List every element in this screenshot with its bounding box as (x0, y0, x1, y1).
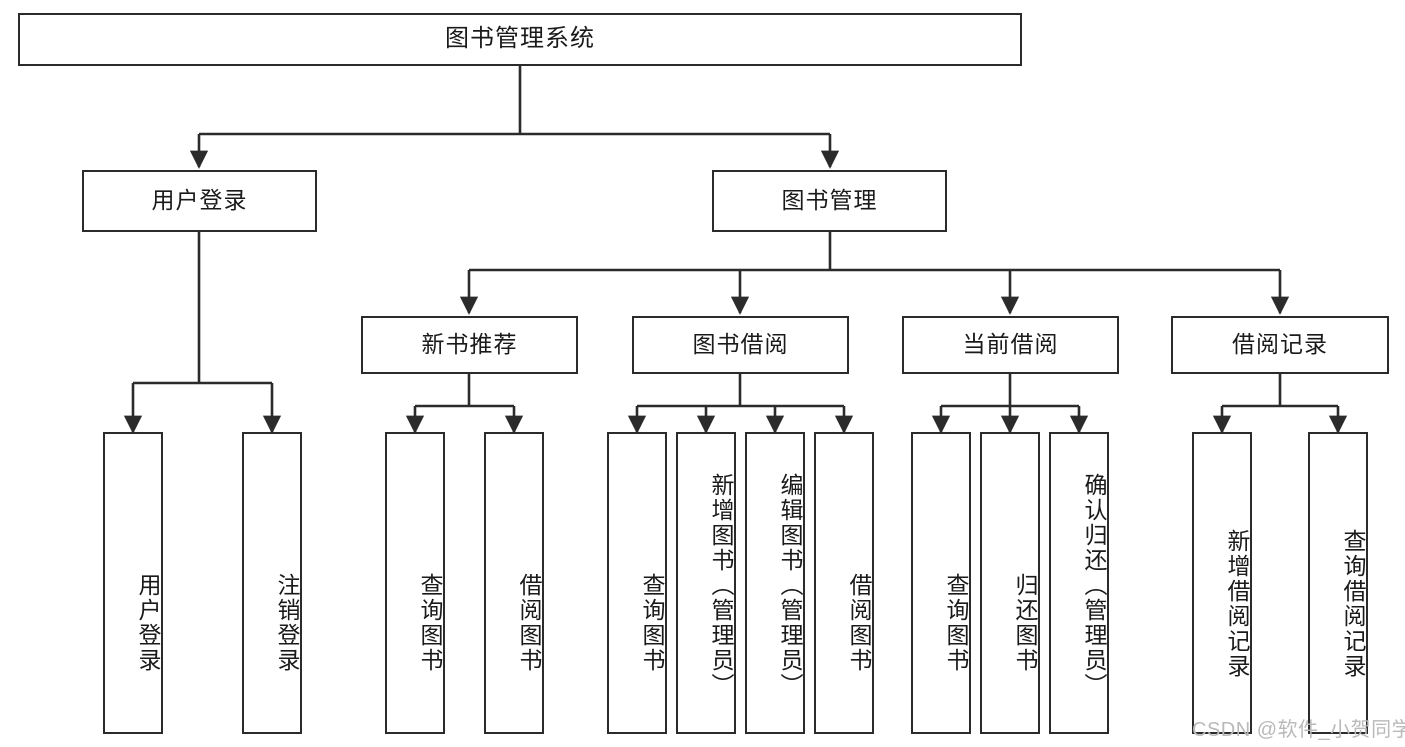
node-book-borrow[interactable]: 图书借阅 (632, 316, 849, 374)
node-borrow-record[interactable]: 借阅记录 (1171, 316, 1389, 374)
leaf-node-add-borrow-record[interactable]: 新增借阅记录 (1192, 432, 1252, 734)
node-book-manage[interactable]: 图书管理 (712, 170, 947, 232)
node-new-book-recommend[interactable]: 新书推荐 (361, 316, 578, 374)
leaf-node-user-login[interactable]: 用户登录 (103, 432, 163, 734)
leaf-node-return-book[interactable]: 归还图书 (980, 432, 1040, 734)
leaf-node-add-book-admin[interactable]: 新增图书（管理员） (676, 432, 736, 734)
leaf-node-confirm-return-admin[interactable]: 确认归还（管理员） (1049, 432, 1109, 734)
leaf-node-edit-book-admin[interactable]: 编辑图书（管理员） (745, 432, 805, 734)
leaf-node-query-book-current[interactable]: 查询图书 (911, 432, 971, 734)
node-root[interactable]: 图书管理系统 (18, 13, 1022, 66)
leaf-node-borrow-book[interactable]: 借阅图书 (814, 432, 874, 734)
leaf-node-user-logout[interactable]: 注销登录 (242, 432, 302, 734)
leaf-node-query-book-recommend[interactable]: 查询图书 (385, 432, 445, 734)
leaf-node-borrow-book-recommend[interactable]: 借阅图书 (484, 432, 544, 734)
leaf-node-query-book-borrow[interactable]: 查询图书 (607, 432, 667, 734)
node-user-login[interactable]: 用户登录 (82, 170, 317, 232)
csdn-watermark: CSDN @软件_小贺同学 (1192, 719, 1405, 741)
leaf-node-query-borrow-record[interactable]: 查询借阅记录 (1308, 432, 1368, 734)
node-current-borrow[interactable]: 当前借阅 (902, 316, 1119, 374)
